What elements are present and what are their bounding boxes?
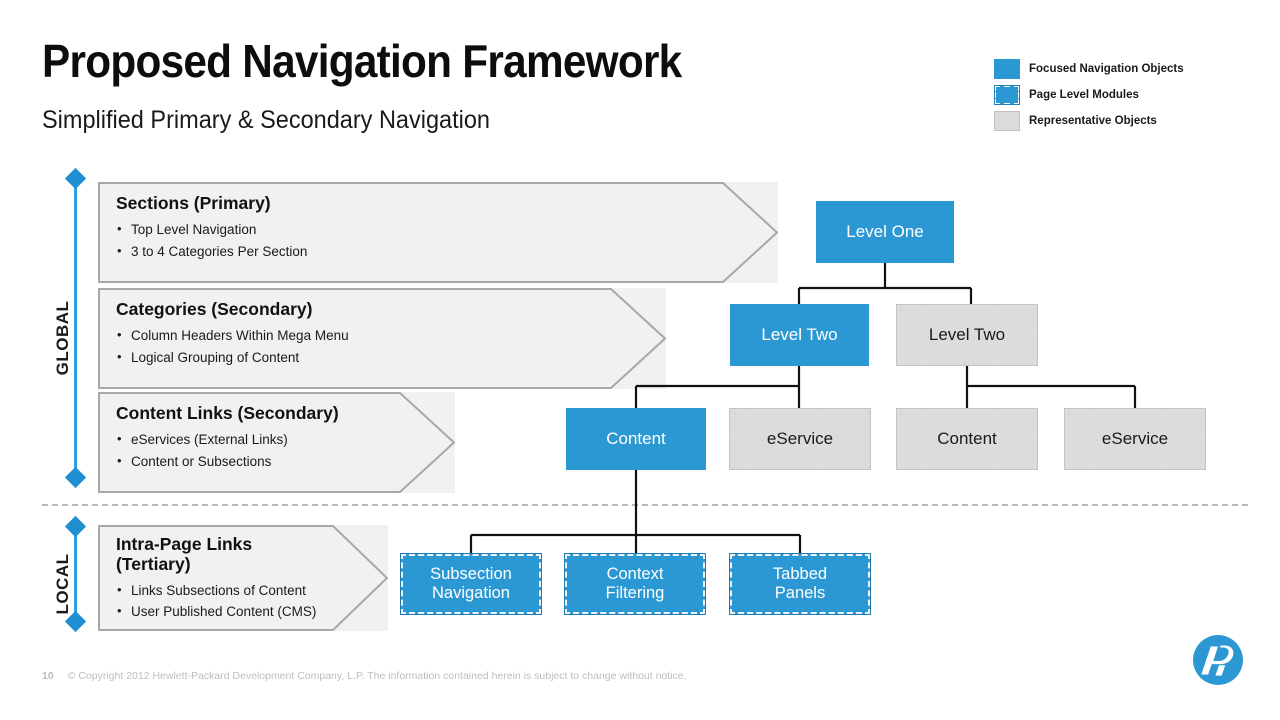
callout-bullet: Top Level Navigation (116, 218, 718, 241)
tree-node-context-filtering[interactable]: Context Filtering (564, 553, 706, 615)
tree-node-eservice-1[interactable]: eService (729, 408, 871, 470)
scope-bracket-cap-top-icon (64, 515, 87, 538)
callout-title: Sections (Primary) (116, 193, 271, 213)
footer: 10 © Copyright 2012 Hewlett-Packard Deve… (42, 670, 687, 682)
hp-logo-icon (1193, 635, 1243, 685)
page-title: Proposed Navigation Framework (42, 35, 682, 87)
legend-label: Representative Objects (1029, 115, 1157, 127)
legend-swatch-icon-focused (994, 59, 1020, 79)
page-subtitle: Simplified Primary & Secondary Navigatio… (42, 106, 490, 134)
callout-bullet: User Published Content (CMS) (116, 600, 336, 623)
scope-bracket-line (74, 526, 77, 622)
tree-node-label: eService (766, 428, 834, 448)
callout-content: Content Links (Secondary) eServices (Ext… (116, 403, 399, 473)
callout-sections-primary[interactable]: Sections (Primary) Top Level Navigation … (98, 182, 778, 283)
callout-categories-secondary[interactable]: Categories (Secondary) Column Headers Wi… (98, 288, 666, 389)
callout-bullet-list: Links Subsections of Content User Publis… (116, 579, 336, 624)
callout-bullet: Links Subsections of Content (116, 579, 336, 602)
callout-bullet: 3 to 4 Categories Per Section (116, 240, 718, 263)
tree-node-label: eService (1101, 428, 1169, 448)
legend: Focused Navigation Objects Page Level Mo… (994, 56, 1244, 134)
tree-node-label: Content (937, 428, 997, 448)
legend-label: Focused Navigation Objects (1029, 63, 1184, 75)
legend-swatch-icon-module (994, 85, 1020, 105)
callout-title: Intra-Page Links (Tertiary) (116, 534, 253, 574)
tree-node-label: Level One (846, 221, 924, 241)
scope-bracket-global: GLOBAL (53, 167, 87, 489)
callout-content: Intra-Page Links (Tertiary) Links Subsec… (116, 534, 336, 624)
callout-content: Sections (Primary) Top Level Navigation … (116, 193, 718, 263)
tree-node-eservice-2[interactable]: eService (1064, 408, 1206, 470)
tree-node-label: Tabbed Panels (772, 564, 828, 602)
legend-item-focused-navigation-objects: Focused Navigation Objects (994, 56, 1244, 82)
callout-bullet: eServices (External Links) (116, 428, 399, 451)
scope-bracket-cap-bottom-icon (64, 466, 87, 489)
tree-node-subsection-navigation[interactable]: Subsection Navigation (400, 553, 542, 615)
callout-title: Categories (Secondary) (116, 299, 313, 319)
legend-swatch-icon-representative (994, 111, 1020, 131)
tree-node-label: Level Two (928, 324, 1006, 344)
callout-intra-page-links-tertiary[interactable]: Intra-Page Links (Tertiary) Links Subsec… (98, 525, 388, 631)
scope-label-local: LOCAL (53, 553, 72, 615)
footer-page-number: 10 (42, 670, 54, 682)
tree-node-label: Subsection Navigation (430, 564, 512, 602)
tree-node-label: Level Two (761, 324, 838, 344)
scope-bracket-local: LOCAL (53, 515, 87, 633)
legend-item-representative-objects: Representative Objects (994, 108, 1244, 134)
tree-node-tabbed-panels[interactable]: Tabbed Panels (729, 553, 871, 615)
global-local-divider (42, 504, 1248, 506)
tree-node-level-one[interactable]: Level One (816, 201, 954, 263)
footer-copyright: © Copyright 2012 Hewlett-Packard Develop… (67, 670, 687, 682)
tree-node-level-two-representative[interactable]: Level Two (896, 304, 1038, 366)
tree-node-label: Context Filtering (605, 564, 665, 602)
callout-content: Categories (Secondary) Column Headers Wi… (116, 299, 606, 369)
callout-bullet: Content or Subsections (116, 450, 399, 473)
callout-bullet: Logical Grouping of Content (116, 346, 606, 369)
scope-label-global: GLOBAL (53, 300, 72, 376)
tree-node-content-focused[interactable]: Content (566, 408, 706, 470)
legend-label: Page Level Modules (1029, 89, 1139, 101)
callout-bullet: Column Headers Within Mega Menu (116, 324, 606, 347)
callout-content-links-secondary[interactable]: Content Links (Secondary) eServices (Ext… (98, 392, 455, 493)
scope-bracket-cap-top-icon (64, 167, 87, 190)
callout-bullet-list: Column Headers Within Mega Menu Logical … (116, 324, 606, 369)
callout-bullet-list: Top Level Navigation 3 to 4 Categories P… (116, 218, 718, 263)
callout-bullet-list: eServices (External Links) Content or Su… (116, 428, 399, 473)
scope-bracket-line (74, 178, 77, 478)
callout-title: Content Links (Secondary) (116, 403, 339, 423)
tree-node-content-representative[interactable]: Content (896, 408, 1038, 470)
legend-item-page-level-modules: Page Level Modules (994, 82, 1244, 108)
tree-node-label: Content (606, 428, 666, 448)
tree-node-level-two-focused[interactable]: Level Two (730, 304, 869, 366)
